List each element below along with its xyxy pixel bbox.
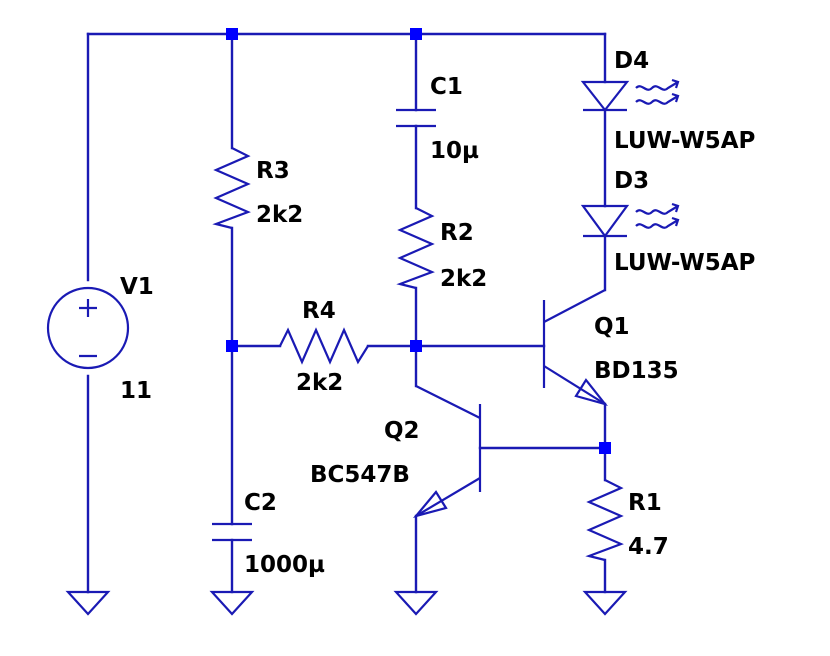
d3-ref-label: D3 — [614, 168, 649, 194]
d3-value-label: LUW-W5AP — [614, 250, 755, 276]
r2-value-label: 2k2 — [440, 266, 487, 292]
r4-value-label: 2k2 — [296, 370, 343, 396]
ground-icon — [582, 590, 628, 616]
junction-node — [226, 340, 238, 352]
d4-ref-label: D4 — [614, 48, 649, 74]
resistor-r3 — [212, 147, 251, 230]
c1-value-label: 10µ — [430, 138, 479, 164]
v1-value-label: 11 — [120, 378, 152, 404]
c2-value-label: 1000µ — [244, 552, 325, 578]
r1-value-label: 4.7 — [628, 534, 669, 560]
capacitor-c1 — [396, 108, 436, 128]
c2-ref-label: C2 — [244, 490, 277, 516]
junctions — [226, 28, 611, 454]
v1-ref-label: V1 — [120, 274, 154, 300]
ground-icon — [209, 590, 255, 616]
ground-symbols — [65, 590, 628, 616]
ground-icon — [393, 590, 439, 616]
led-d4 — [580, 78, 680, 112]
resistor-r1 — [585, 479, 624, 562]
c1-ref-label: C1 — [430, 74, 463, 100]
junction-node — [410, 340, 422, 352]
resistor-r2 — [396, 207, 435, 290]
capacitor-c2 — [212, 522, 252, 542]
d4-value-label: LUW-W5AP — [614, 128, 755, 154]
r4-ref-label: R4 — [302, 298, 336, 324]
voltage-source-v1 — [46, 286, 130, 370]
r2-ref-label: R2 — [440, 220, 474, 246]
junction-node — [599, 442, 611, 454]
junction-node — [410, 28, 422, 40]
led-d3 — [580, 202, 680, 238]
wires — [86, 32, 607, 594]
component-labels: V1 11 R3 2k2 C1 10µ R2 2k2 R4 2k2 D4 LUW… — [120, 48, 755, 578]
q2-value-label: BC547B — [310, 462, 410, 488]
q2-ref-label: Q2 — [384, 418, 420, 444]
q1-value-label: BD135 — [594, 358, 679, 384]
r3-value-label: 2k2 — [256, 202, 303, 228]
ground-icon — [65, 590, 111, 616]
junction-node — [226, 28, 238, 40]
q1-ref-label: Q1 — [594, 314, 630, 340]
r1-ref-label: R1 — [628, 490, 662, 516]
transistor-q2 — [412, 385, 482, 518]
transistor-q1 — [542, 289, 608, 406]
resistor-r4 — [279, 327, 369, 365]
r3-ref-label: R3 — [256, 158, 290, 184]
